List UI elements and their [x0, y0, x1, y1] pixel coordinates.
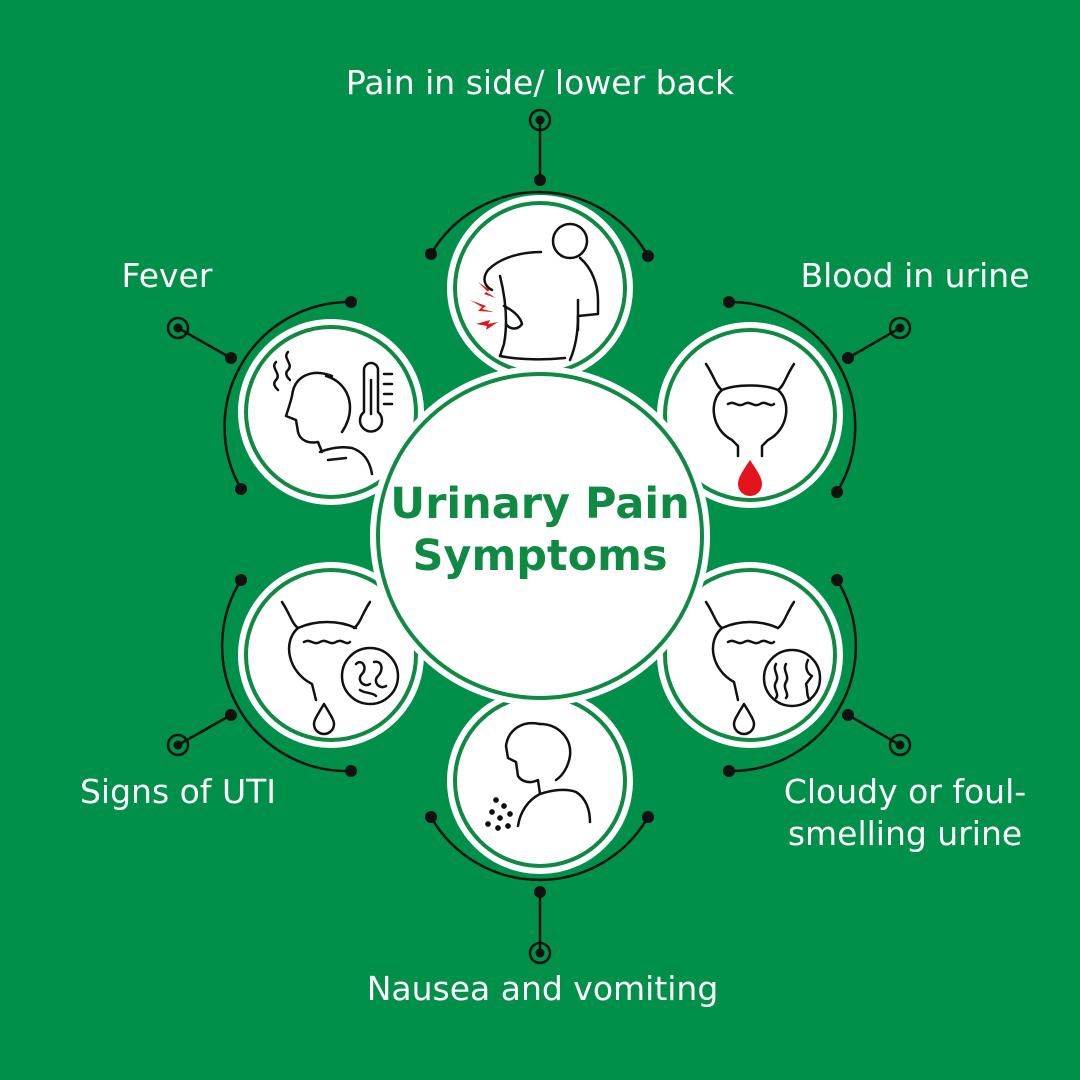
- circle-cloudy: [657, 562, 843, 748]
- fever-thermometer-icon: [273, 350, 394, 476]
- bladder-blood-drop-icon: [704, 362, 796, 496]
- arc-nausea: [429, 816, 650, 882]
- bladder-bacteria-icon: [280, 600, 400, 736]
- title-line-2: Symptoms: [412, 531, 668, 581]
- arc-blood: [728, 300, 857, 493]
- label-blood-in-urine: Blood in urine: [800, 256, 1030, 295]
- connector-endpoints: [166, 108, 912, 965]
- label-back-pain: Pain in side/ lower back: [345, 63, 735, 102]
- center-circle: [370, 366, 710, 706]
- circle-nausea: [447, 688, 633, 874]
- connector-dots: [225, 174, 854, 898]
- arc-back: [429, 190, 650, 257]
- arc-uti: [220, 579, 352, 773]
- back-pain-icon: [483, 222, 600, 362]
- label-signs-of-uti: Signs of UTI: [79, 772, 276, 811]
- center-title: Urinary Pain Symptoms: [380, 478, 700, 582]
- title-line-1: Urinary Pain: [390, 479, 690, 529]
- label-fever: Fever: [121, 256, 213, 295]
- label-nausea: Nausea and vomiting: [366, 969, 719, 1008]
- circle-back: [447, 195, 633, 381]
- circle-blood: [657, 322, 843, 508]
- pain-marks-icon: [470, 282, 498, 330]
- bladder-smell-icon: [704, 600, 822, 736]
- nausea-person-icon: [485, 721, 592, 831]
- label-cloudy-urine: Cloudy or foul-smelling urine: [783, 772, 1027, 853]
- arc-cloudy: [728, 579, 858, 773]
- arc-fever: [223, 300, 352, 490]
